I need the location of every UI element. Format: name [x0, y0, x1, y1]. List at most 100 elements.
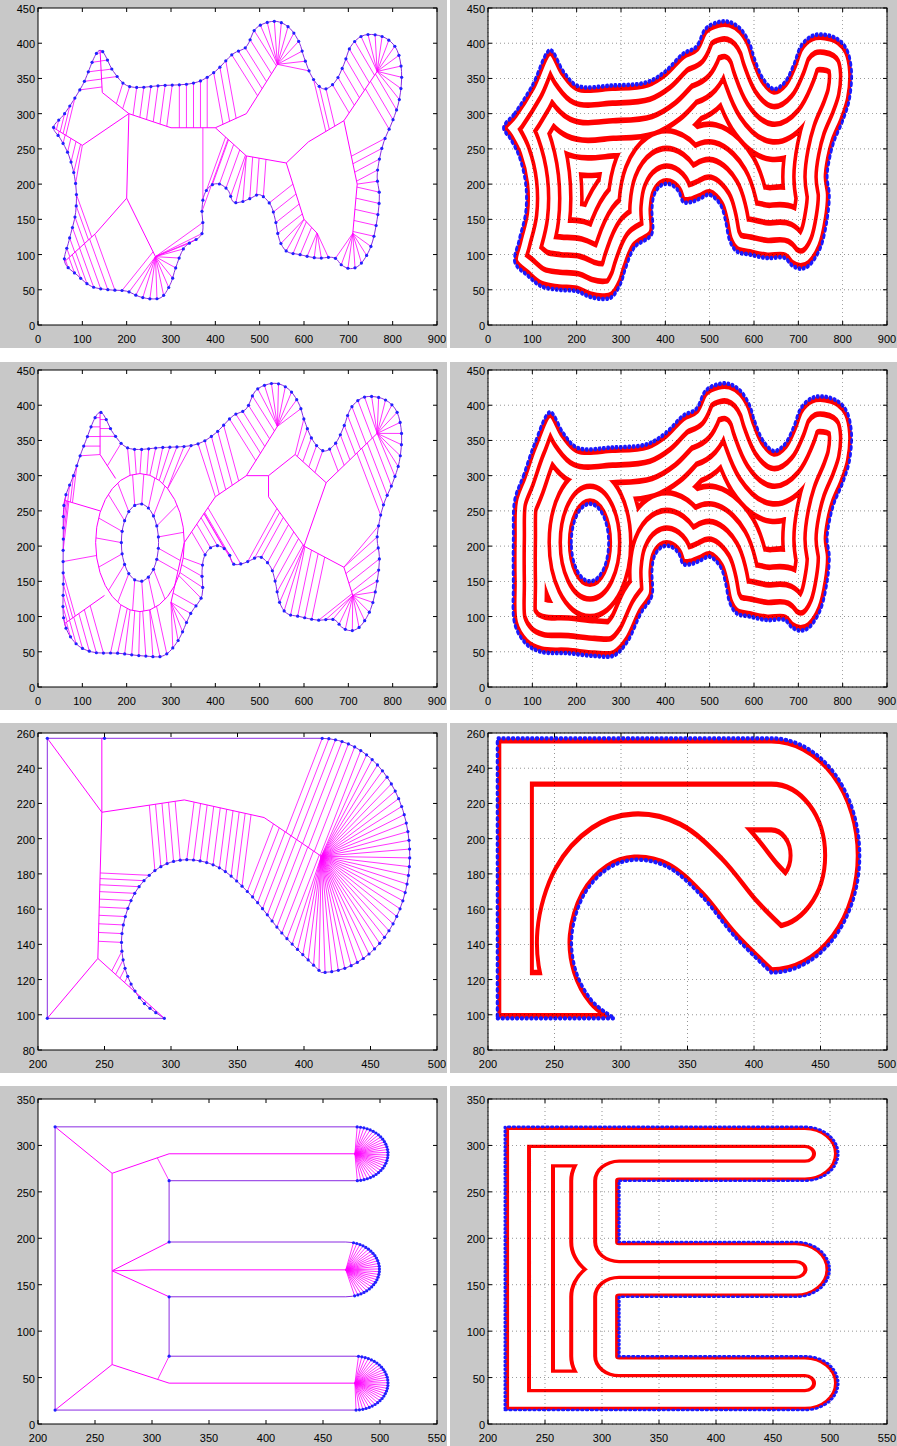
- medial-spoke: [100, 892, 135, 894]
- boundary-point: [372, 1175, 375, 1178]
- tick-mark: [773, 1420, 774, 1424]
- boundary-point: [211, 183, 214, 186]
- tick-position: 500: [250, 329, 268, 347]
- offset-gap: [504, 21, 852, 299]
- tick-position: 200: [17, 1229, 35, 1247]
- boundary-group: [55, 1127, 388, 1410]
- tick-mark: [38, 683, 39, 687]
- boundary-point: [162, 294, 165, 297]
- boundary-point: [271, 569, 274, 572]
- tick-position: 100: [523, 691, 541, 709]
- tick-position: 0: [35, 691, 41, 709]
- boundary-point: [144, 654, 147, 657]
- tick-mark: [883, 1191, 887, 1192]
- tick-position: 500: [700, 329, 718, 347]
- toolpath-group: [497, 738, 859, 1018]
- tick-mark: [665, 370, 666, 374]
- boundary-point: [106, 58, 109, 61]
- tick-position: 300: [162, 329, 180, 347]
- tick-position: 0: [29, 678, 35, 696]
- tick-mark: [433, 289, 437, 290]
- boundary-point: [358, 1408, 361, 1411]
- boundary-point: [299, 407, 302, 410]
- boundary-point: [102, 651, 105, 654]
- boundary-point: [356, 1179, 359, 1182]
- boundary-point: [218, 866, 221, 869]
- boundary-point: [61, 142, 64, 145]
- toolpath-group: [505, 1127, 838, 1410]
- y-tick-label: 200: [17, 541, 35, 553]
- x-tick-label: 500: [428, 1058, 446, 1070]
- boundary-point: [71, 226, 74, 229]
- tick-position: 50: [23, 643, 35, 661]
- boundary-point: [209, 546, 212, 549]
- medial-spoke: [277, 400, 296, 427]
- tick-mark: [304, 683, 305, 687]
- boundary-point: [386, 494, 389, 497]
- tick-mark: [38, 733, 39, 737]
- y-tick-label: 180: [17, 869, 35, 881]
- tick-position: 200: [567, 691, 585, 709]
- grid-line: [665, 8, 666, 325]
- boundary-point: [277, 382, 280, 385]
- tick-mark: [38, 8, 39, 12]
- tick-position: 700: [789, 329, 807, 347]
- tick-mark: [488, 8, 489, 12]
- tick-position: 260: [17, 724, 35, 742]
- tick-mark: [830, 1099, 831, 1103]
- medial-spoke: [99, 915, 125, 916]
- tick-mark: [433, 254, 437, 255]
- medial-spoke: [175, 801, 180, 860]
- tick-mark: [488, 768, 492, 769]
- tick-mark: [95, 1099, 96, 1103]
- y-tick-label: 100: [467, 1326, 485, 1338]
- tick-mark: [798, 8, 799, 12]
- tick-position: 0: [479, 316, 485, 334]
- boundary-point: [200, 232, 203, 235]
- boundary-point: [385, 1159, 388, 1162]
- boundary-point: [375, 224, 378, 227]
- boundary-point: [360, 1355, 363, 1358]
- boundary-point: [62, 571, 65, 574]
- grid-line: [488, 405, 887, 406]
- boundary-point: [408, 856, 411, 859]
- grid-line: [488, 616, 887, 617]
- tick-mark: [488, 1099, 492, 1100]
- boundary-point: [251, 394, 254, 397]
- tick-position: 500: [700, 691, 718, 709]
- boundary-point: [383, 936, 386, 939]
- boundary-point: [313, 256, 316, 259]
- boundary-point: [92, 286, 95, 289]
- offset-gap: [497, 738, 859, 1018]
- boundary-point: [157, 547, 160, 550]
- tick-mark: [532, 683, 533, 687]
- tick-mark: [488, 113, 492, 114]
- tick-position: 550: [428, 1428, 446, 1446]
- boundary-point: [106, 288, 109, 291]
- offset-contour: [504, 21, 852, 299]
- medial-spoke: [254, 512, 279, 558]
- grid-line: [488, 43, 887, 44]
- tick-position: 250: [17, 502, 35, 520]
- boundary-point: [362, 1126, 365, 1129]
- tick-position: 450: [764, 1428, 782, 1446]
- medial-spoke: [353, 233, 371, 246]
- boundary-point: [323, 971, 326, 974]
- boundary-point: [203, 439, 206, 442]
- medial-spoke: [336, 443, 344, 465]
- medial-spoke: [357, 181, 377, 184]
- grid-line: [773, 1099, 774, 1424]
- plot-panel: [450, 362, 897, 710]
- medial-spoke: [261, 517, 283, 557]
- medial-spoke: [207, 806, 214, 862]
- tick-mark: [209, 1420, 210, 1424]
- tick-mark: [830, 1420, 831, 1424]
- tick-position: 300: [467, 467, 485, 485]
- boundary-point: [357, 626, 360, 629]
- tick-position: 400: [17, 396, 35, 414]
- boundary-point: [350, 405, 353, 408]
- tick-mark: [392, 8, 393, 12]
- y-tick-label: 250: [467, 506, 485, 518]
- x-tick-label: 400: [206, 695, 224, 707]
- y-tick-label: 300: [467, 109, 485, 121]
